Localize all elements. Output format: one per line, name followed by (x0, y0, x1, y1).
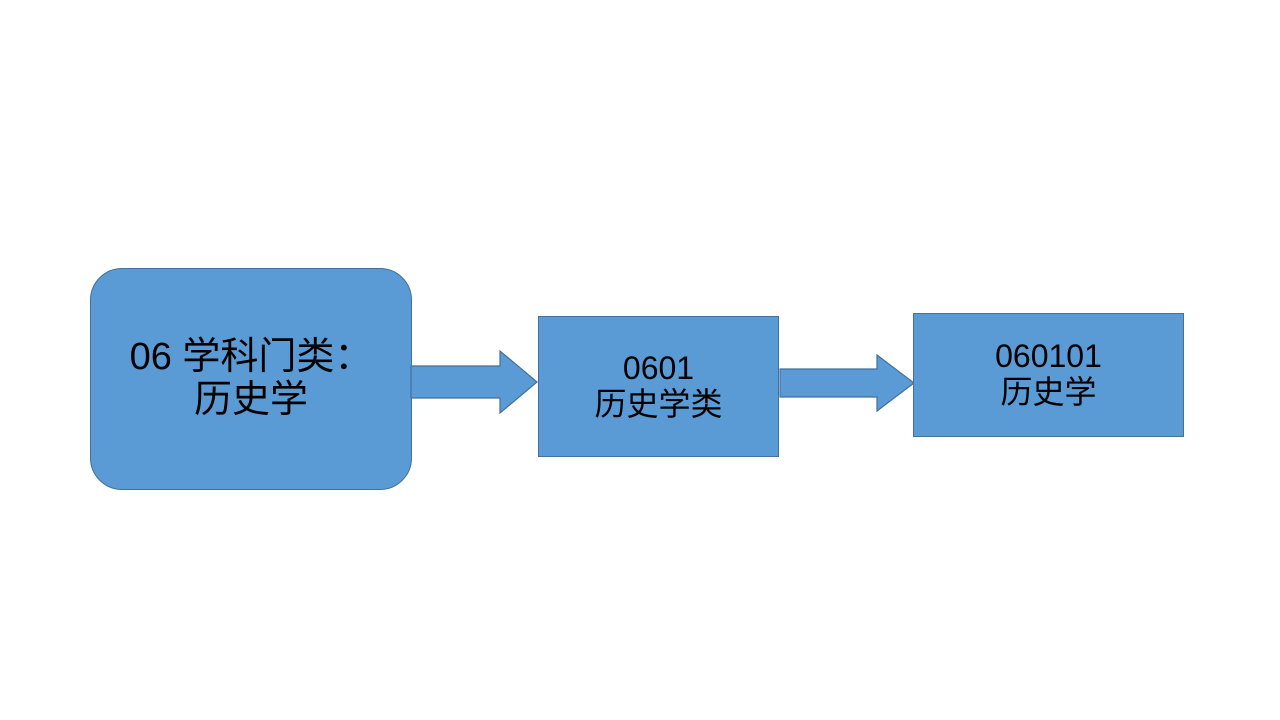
node-discipline-class-name: 历史学类 (594, 385, 723, 422)
node-major[interactable]: 060101 历史学 (913, 313, 1184, 437)
node-major-code: 060101 (995, 338, 1102, 375)
node-discipline-category-name: 历史学 (193, 379, 308, 421)
arrow-right-icon-category-to-class (410, 349, 538, 415)
node-discipline-category-code: 06 学科门类： (129, 336, 373, 379)
arrow-right-icon-class-to-major (779, 353, 915, 413)
node-major-name: 历史学 (1000, 374, 1097, 410)
node-discipline-category[interactable]: 06 学科门类： 历史学 (90, 268, 412, 490)
node-discipline-class[interactable]: 0601 历史学类 (538, 316, 779, 457)
node-discipline-class-code: 0601 (622, 349, 695, 386)
